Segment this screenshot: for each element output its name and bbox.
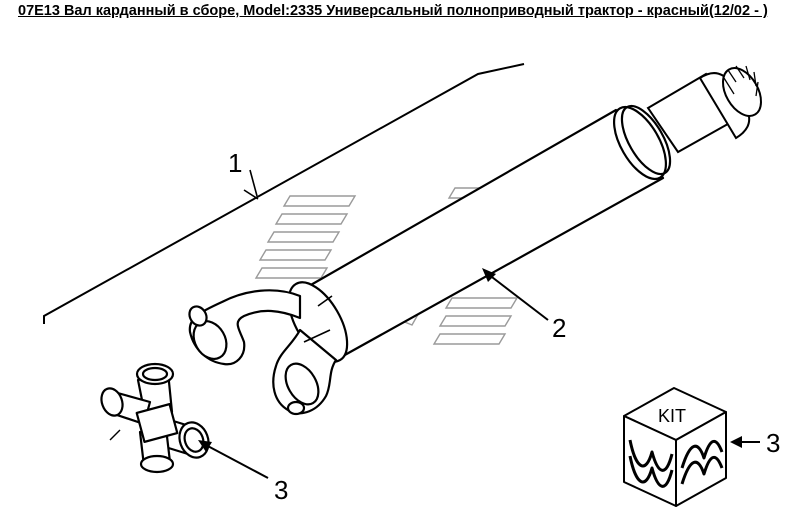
- cross-joint-leader-arrow: [198, 440, 212, 452]
- shaft-leader-arrow: [482, 268, 496, 282]
- shaft-yoke: [188, 281, 349, 416]
- kit-leader-arrow: [730, 436, 742, 448]
- callout-3-cross: 3: [274, 475, 288, 505]
- callout-3-kit: 3: [766, 428, 780, 458]
- kit-label: KIT: [658, 406, 686, 426]
- page-title: 07E13 Вал карданный в сборе, Model:2335 …: [18, 3, 768, 19]
- shaft-tube: [300, 104, 672, 358]
- callout-2: 2: [552, 313, 566, 343]
- kit-box-icon: [623, 387, 727, 507]
- assembly-leader: [43, 63, 525, 324]
- cross-joint-leader: [203, 443, 269, 479]
- callout-1: 1: [228, 148, 242, 178]
- shaft-leader: [487, 273, 549, 321]
- shaft-spline-end: [646, 65, 762, 154]
- cross-joint: [100, 362, 210, 474]
- watermark-stripes-left: [254, 195, 357, 279]
